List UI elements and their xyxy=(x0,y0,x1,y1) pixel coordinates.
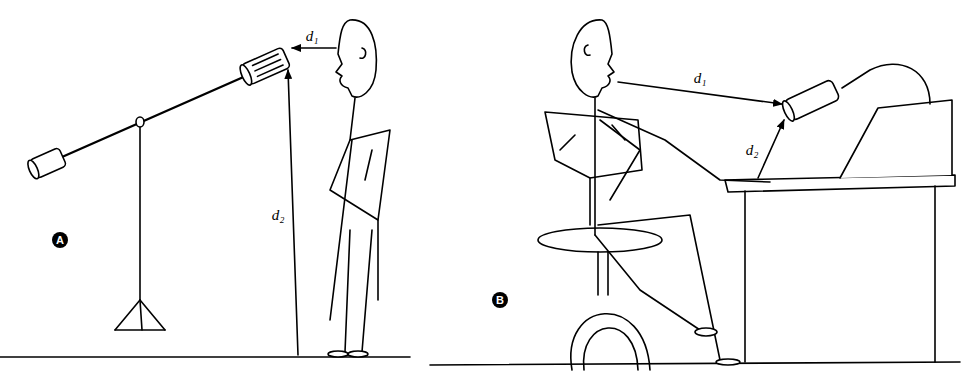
gooseneck-mic xyxy=(780,64,930,122)
desk xyxy=(725,100,955,362)
figure-letter: B xyxy=(496,294,504,306)
distance-label: d₁ xyxy=(692,70,709,87)
distance-arrow xyxy=(288,70,298,355)
distance-label: d₂ xyxy=(270,207,287,224)
figure-badge xyxy=(52,232,68,248)
standing-person xyxy=(328,20,390,357)
distance-label: d₁ xyxy=(304,28,321,45)
figure-letter: A xyxy=(56,234,64,246)
distance-arrow xyxy=(758,120,784,178)
mic-stand xyxy=(26,47,291,330)
figure-badge xyxy=(492,292,508,308)
distance-label: d₂ xyxy=(744,142,761,159)
floor-line xyxy=(430,362,960,365)
distance-arrow xyxy=(292,47,336,49)
floor-line xyxy=(0,356,410,358)
seated-person xyxy=(571,20,770,365)
